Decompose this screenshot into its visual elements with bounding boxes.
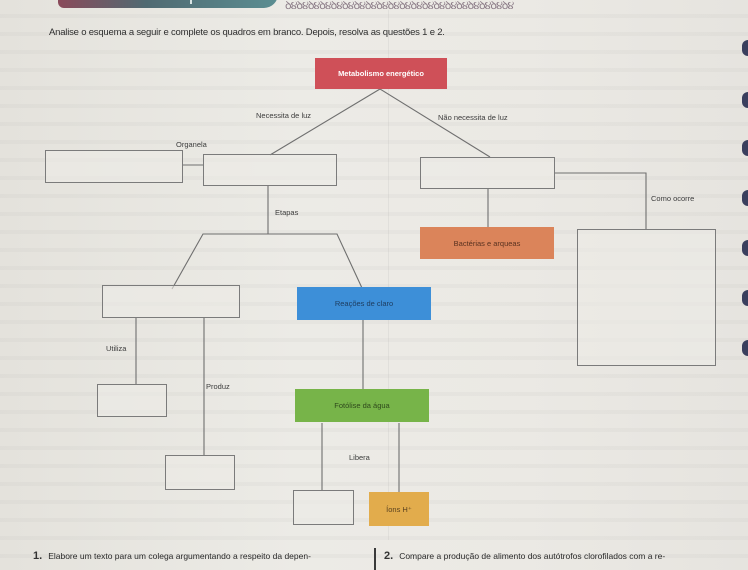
blank-box-chemosynthesis-process[interactable] xyxy=(577,229,716,366)
question-2-number: 2. xyxy=(384,550,394,562)
label-releases: Libera xyxy=(349,453,370,462)
header-tick xyxy=(190,0,192,4)
binder-hole-icon xyxy=(742,40,748,56)
binder-hole-icon xyxy=(742,140,748,156)
instruction-text: Analise o esquema a seguir e complete os… xyxy=(49,27,445,38)
node-bacteria-archaea-label: Bactérias e arqueas xyxy=(453,238,521,248)
question-1-number: 1. xyxy=(33,550,43,562)
binder-hole-icon xyxy=(742,190,748,206)
binder-hole-icon xyxy=(742,340,748,356)
column-divider xyxy=(388,10,389,540)
blank-box-chemosynthesis[interactable] xyxy=(420,157,555,189)
question-2-text: Compare a produção de alimento dos autót… xyxy=(399,551,666,561)
node-bacteria-archaea: Bactérias e arqueas xyxy=(420,227,554,259)
node-water-photolysis: Fotólise da água xyxy=(295,389,429,422)
blank-box-releases[interactable] xyxy=(293,490,354,525)
node-water-photolysis-label: Fotólise da água xyxy=(334,401,390,410)
question-2: 2. Compare a produção de alimento dos aut… xyxy=(384,550,665,562)
blank-box-photosynthesis[interactable] xyxy=(203,154,337,186)
node-h-ions-label: Íons H⁺ xyxy=(386,504,412,514)
label-stages: Etapas xyxy=(275,208,299,217)
blank-box-produces[interactable] xyxy=(165,455,235,490)
root-node-label: Metabolismo energético xyxy=(338,69,424,78)
node-h-ions: Íons H⁺ xyxy=(369,492,429,526)
question-1: 1. Elabore um texto para um colega argume… xyxy=(33,550,311,562)
label-produces: Produz xyxy=(206,382,230,391)
node-light-reactions: Reações de claro xyxy=(297,287,431,320)
decorative-chain-border: ꝺ૪ꝺ૪ꝺ૪ꝺ૪ꝺ૪ꝺ૪ꝺ૪ꝺ૪ꝺ૪ꝺ૪ꝺ૪ꝺ૪ꝺ૪ꝺ૪ꝺ૪ꝺ૪ꝺ૪ꝺ૪ꝺ૪ꝺ૪ xyxy=(285,0,514,12)
blank-box-uses[interactable] xyxy=(97,384,167,417)
binder-hole-icon xyxy=(742,240,748,256)
node-light-reactions-label: Reações de claro xyxy=(334,299,394,308)
label-no-light: Não necessita de luz xyxy=(438,113,508,122)
section-header-bar xyxy=(58,0,278,8)
binder-hole-icon xyxy=(742,290,748,306)
label-how-it-occurs: Como ocorre xyxy=(651,194,695,203)
binder-hole-icon xyxy=(742,92,748,108)
root-node-energy-metabolism: Metabolismo energético xyxy=(315,58,447,89)
blank-box-dark-reactions[interactable] xyxy=(102,285,240,318)
question-1-text: Elabore um texto para um colega argument… xyxy=(48,551,311,561)
label-organelle: Organela xyxy=(176,140,207,149)
label-uses: Utiliza xyxy=(106,344,127,353)
blank-box-organelle[interactable] xyxy=(45,150,183,183)
question-divider xyxy=(374,548,376,570)
label-needs-light: Necessita de luz xyxy=(256,111,312,120)
